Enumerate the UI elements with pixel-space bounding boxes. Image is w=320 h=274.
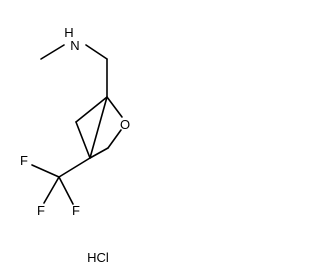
atom-label-fluorine-3: F	[72, 203, 80, 218]
atom-label-amine-h: H	[64, 25, 73, 40]
atom-label-amine-n: N	[70, 38, 79, 53]
bond-c4-cf3	[58, 157, 91, 178]
bond-ch2-c4	[89, 147, 109, 159]
bond-n-ch2	[85, 44, 108, 60]
atom-label-oxygen: O	[120, 117, 130, 132]
bond-c-f1	[31, 164, 60, 178]
bond-c-f2	[43, 176, 60, 204]
atom-label-fluorine-1: F	[20, 153, 28, 168]
bond-c1-ch2-left	[75, 96, 108, 123]
bond-c1-c4-bridge	[89, 96, 108, 159]
bond-ch2-left-c4	[75, 121, 91, 159]
atom-label-fluorine-2: F	[37, 203, 45, 218]
bond-c-f3	[58, 176, 74, 205]
chemical-structure: H N O F F F HCl	[20, 25, 130, 265]
bond-c1-o	[106, 96, 123, 118]
salt-label-hcl: HCl	[87, 250, 109, 265]
bond-methyl-n	[40, 44, 65, 60]
bond-o-ch2	[107, 129, 122, 149]
